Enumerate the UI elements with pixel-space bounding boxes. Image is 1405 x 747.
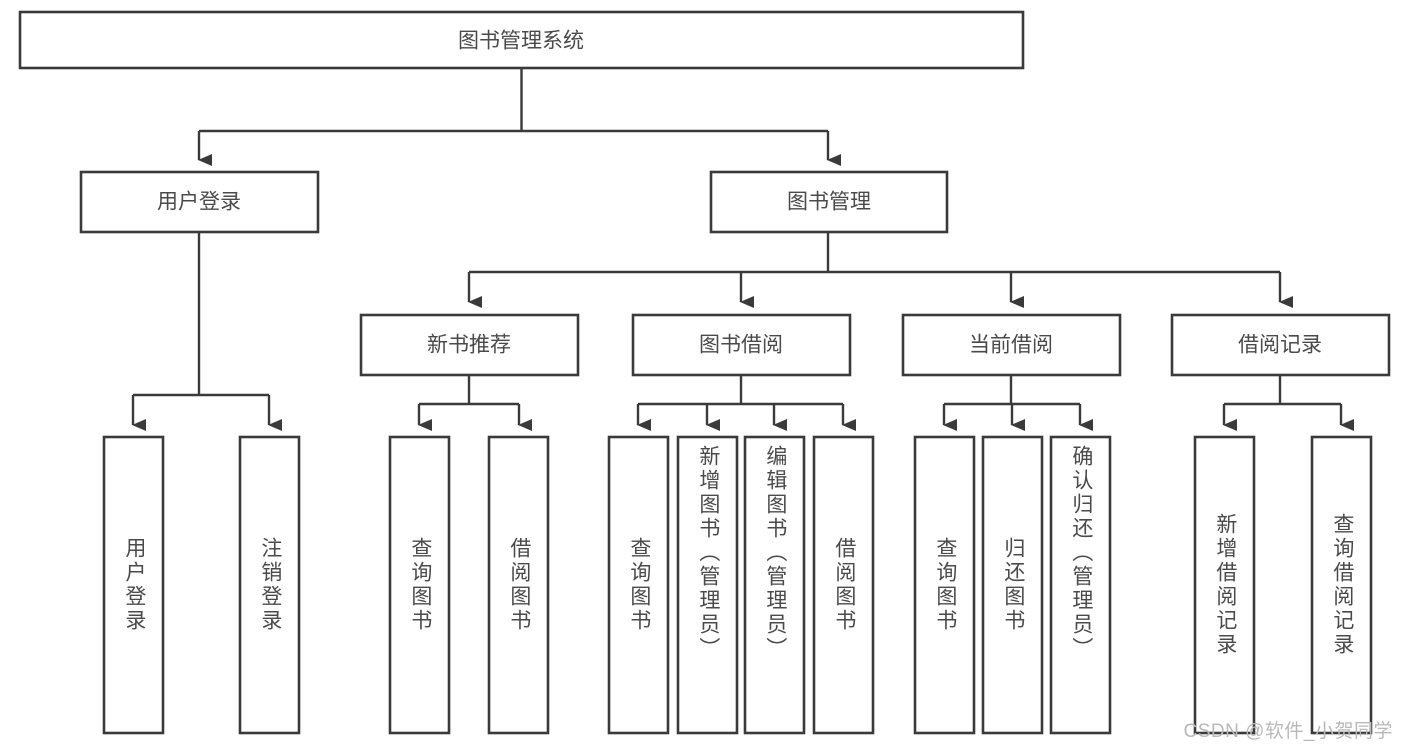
node-book-borrow-label: 图书借阅 [699, 334, 783, 357]
node-leaf-logout[interactable] [238, 435, 301, 735]
node-current-borrow-label: 当前借阅 [969, 334, 1053, 357]
node-leaf-add-book[interactable] [676, 435, 739, 735]
node-leaf-query-record[interactable] [1310, 435, 1373, 735]
connector-group-user-login [131, 232, 282, 431]
node-borrow-record-box[interactable] [1170, 313, 1391, 377]
node-leaf-query-record-box[interactable] [1310, 435, 1373, 735]
csdn-watermark: CSDN @软件_小贺同学 [1183, 721, 1393, 742]
node-leaf-borrow-book-1[interactable] [487, 435, 550, 735]
node-borrow-record-label: 借阅记录 [1238, 334, 1322, 357]
node-leaf-logout-box[interactable] [238, 435, 301, 735]
node-root[interactable]: 图书管理系统 [18, 10, 1025, 70]
connector-group-borrow-record [1222, 375, 1354, 431]
node-leaf-borrow-book-2[interactable] [812, 435, 875, 735]
node-book-manage-box[interactable] [709, 170, 949, 234]
node-user-login-label: 用户登录 [157, 191, 241, 214]
node-leaf-edit-book[interactable] [743, 435, 806, 735]
connector-group-book-manage [467, 232, 1293, 308]
node-book-borrow[interactable]: 图书借阅 [631, 313, 852, 377]
node-leaf-query-book-2-box[interactable] [607, 435, 670, 735]
node-leaf-return-book-box[interactable] [981, 435, 1044, 735]
node-leaf-query-book-2[interactable] [607, 435, 670, 735]
node-leaf-query-book-3[interactable] [913, 435, 976, 735]
node-leaf-return-book[interactable] [981, 435, 1044, 735]
connector-group-current-borrow [942, 375, 1093, 431]
node-root-label: 图书管理系统 [458, 30, 584, 53]
node-leaf-borrow-book-2-box[interactable] [812, 435, 875, 735]
node-leaf-add-book-box[interactable] [676, 435, 739, 735]
node-new-book-rec[interactable]: 新书推荐 [359, 313, 580, 377]
node-leaf-query-book-1-box[interactable] [388, 435, 451, 735]
node-leaf-query-book-1[interactable] [388, 435, 451, 735]
node-user-login-box[interactable] [79, 170, 320, 234]
node-leaf-query-book-3-box[interactable] [913, 435, 976, 735]
node-leaf-confirm-return-box[interactable] [1049, 435, 1112, 735]
node-leaf-user-login-box[interactable] [102, 435, 165, 735]
node-new-book-rec-label: 新书推荐 [427, 334, 511, 357]
node-leaf-borrow-book-1-box[interactable] [487, 435, 550, 735]
connector-group-root [197, 68, 841, 166]
connector-group-new-book-rec [417, 375, 532, 431]
node-borrow-record[interactable]: 借阅记录 [1170, 313, 1391, 377]
node-current-borrow[interactable]: 当前借阅 [901, 313, 1122, 377]
node-book-manage[interactable]: 图书管理 [709, 170, 949, 234]
node-book-manage-label: 图书管理 [787, 191, 871, 214]
node-leaf-add-record[interactable] [1193, 435, 1256, 735]
node-current-borrow-box[interactable] [901, 313, 1122, 377]
node-root-box[interactable] [18, 10, 1025, 70]
node-leaf-add-record-box[interactable] [1193, 435, 1256, 735]
node-leaf-confirm-return[interactable] [1049, 435, 1112, 735]
node-leaf-user-login[interactable] [102, 435, 165, 735]
node-new-book-rec-box[interactable] [359, 313, 580, 377]
node-book-borrow-box[interactable] [631, 313, 852, 377]
node-leaf-edit-book-box[interactable] [743, 435, 806, 735]
node-user-login[interactable]: 用户登录 [79, 170, 320, 234]
connector-group-book-borrow [636, 375, 856, 431]
